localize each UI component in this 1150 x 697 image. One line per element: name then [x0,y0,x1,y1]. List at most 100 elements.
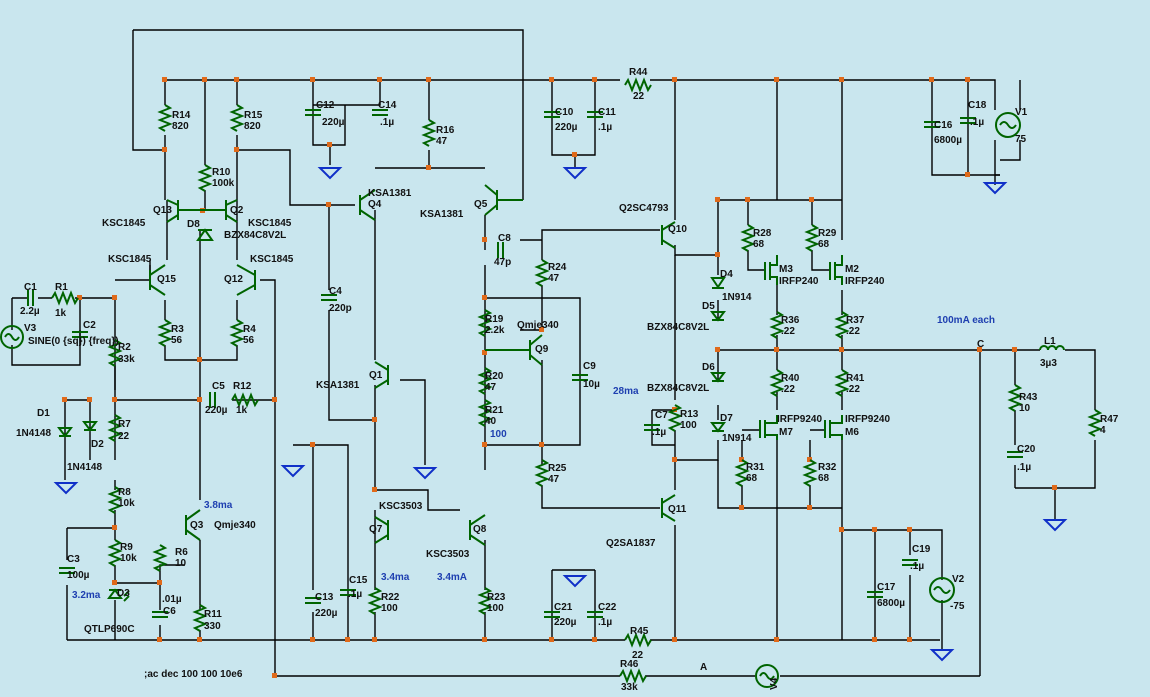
value-c12: 220µ [322,117,345,128]
label-c6: C6 [163,606,176,617]
sine-expression: SINE(0 {sq}) {freq}) [28,336,119,347]
model-q12: KSC1845 [250,254,294,265]
value-c18: .1µ [970,117,984,128]
label-r13: R13 [680,409,699,420]
value-r1: 1k [55,308,67,319]
value-r6: 10 [175,558,187,569]
value-r29: 68 [818,239,830,250]
label-q13: Q13 [153,205,172,216]
resistor-r46 [619,670,647,682]
value-c21: 220µ [554,617,577,628]
label-r29: R29 [818,228,837,239]
label-r45: R45 [630,626,649,637]
junction-dots [62,77,1057,678]
label-r25: R25 [548,463,567,474]
label-r41: R41 [846,373,865,384]
label-r11: R11 [204,609,222,620]
transistor-q9 [485,334,543,366]
label-d5: D5 [702,301,715,312]
model-q11: Q2SA1837 [606,538,656,549]
value-c5: 220µ [205,405,228,416]
label-c3: C3 [67,554,80,565]
label-r15: R15 [244,110,263,121]
resistor-r29 [806,224,818,252]
node-a: A [700,662,707,673]
label-q12: Q12 [224,274,243,285]
model-d6: BZX84C8V2L [647,383,709,394]
value-c1: 2.2µ [20,306,40,317]
label-r19: R19 [485,314,504,325]
label-r43: R43 [1019,392,1038,403]
label-r6: R6 [175,547,188,558]
transistor-q1 [374,361,389,389]
value-c13: 220µ [315,608,338,619]
value-c11: .1µ [598,122,612,133]
value-c16: 6800µ [934,135,962,146]
diode-d4 [710,277,726,289]
resistor-r15 [231,104,243,132]
label-d4: D4 [720,269,733,280]
resistor-r32 [804,459,816,487]
ground-symbol [564,575,586,587]
value-r47: 4 [1100,425,1106,436]
value-r43: 10 [1019,403,1031,414]
resistor-r16 [423,119,435,147]
note-100: 100 [490,429,507,440]
node-c: C [977,339,984,350]
label-r40: R40 [781,373,800,384]
label-r44: R44 [629,67,648,78]
label-q8: Q8 [473,524,487,535]
value-r3: 56 [171,335,183,346]
value-v1: 75 [1015,134,1027,145]
label-c14: C14 [378,100,397,111]
value-v2: -75 [950,601,965,612]
label-c22: C22 [598,602,617,613]
note-3-4ma: 3.4ma [381,572,410,583]
label-c7: C7 [655,410,668,421]
value-c14: .1µ [380,117,394,128]
value-r41: .22 [846,384,860,395]
label-d8: D8 [187,219,200,230]
model-q3: Qmje340 [214,520,256,531]
label-r47: R47 [1100,414,1119,425]
value-c17: 6800µ [877,598,905,609]
resistor-r44 [624,79,652,91]
model-m6: IRFP9240 [845,414,890,425]
spice-directive: ;ac dec 100 100 10e6 [144,669,243,680]
label-r24: R24 [548,262,567,273]
label-q3: Q3 [190,520,204,531]
model-q2: KSC1845 [248,218,292,229]
label-v4: V4 [769,677,780,690]
label-r8: R8 [118,487,131,498]
transistor-q3 [185,509,201,541]
model-q13: KSC1845 [102,218,146,229]
resistor-r24 [536,259,548,287]
label-l1: L1 [1044,336,1056,347]
label-r2: R2 [118,342,131,353]
diode-d6 [710,372,726,383]
resistor-r14 [159,104,171,132]
diode-d7 [710,422,726,433]
resistor-r47 [1089,409,1101,437]
label-r22: R22 [381,592,400,603]
value-r36: .22 [781,326,795,337]
ground-symbol [319,167,341,179]
value-r44: 22 [633,91,645,102]
ground-symbol [564,167,586,179]
ground-symbol [1044,519,1066,531]
capacitor-c8 [497,241,504,259]
diode-d5 [710,311,726,322]
resistor-r1 [51,292,79,304]
inductor-l1 [1039,345,1065,351]
note-28ma: 28ma [613,386,639,397]
component-labels: R14 820 R15 820 C12 220µ C14 .1µ R10 100… [16,67,1119,693]
label-c19: C19 [912,544,931,555]
label-c10: C10 [555,107,574,118]
label-q9: Q9 [535,344,549,355]
value-r8: 10k [118,498,135,509]
label-d2: D2 [91,439,104,450]
label-r12: R12 [233,381,252,392]
model-q1: KSA1381 [316,380,360,391]
label-c8: C8 [498,233,511,244]
label-d7: D7 [720,413,733,424]
